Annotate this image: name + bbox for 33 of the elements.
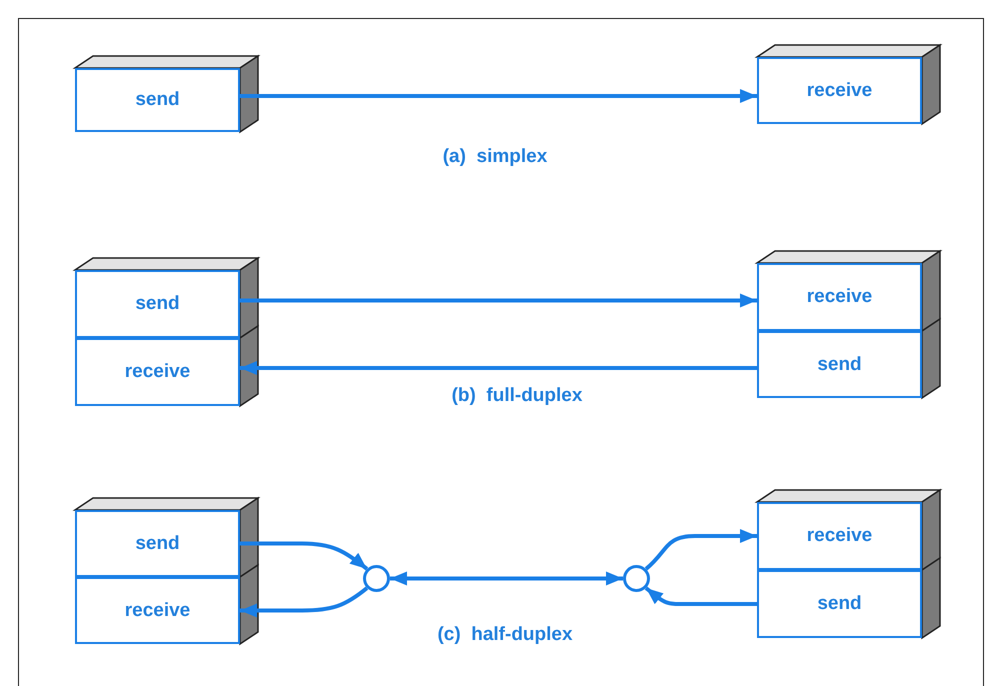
junction-circle <box>363 565 390 592</box>
box-label: send <box>817 354 862 376</box>
arrow <box>644 586 757 606</box>
process-box <box>75 338 240 406</box>
junction-circle <box>623 565 650 592</box>
process-box <box>75 270 240 338</box>
box-label: send <box>135 89 180 111</box>
process-box <box>757 502 922 570</box>
box-label: receive <box>806 80 872 102</box>
process-box <box>75 510 240 577</box>
arrow <box>240 294 757 308</box>
box-label: receive <box>124 600 190 622</box>
process-box <box>757 57 922 124</box>
process-box <box>757 331 922 398</box>
process-box <box>757 570 922 638</box>
arrow <box>644 529 757 570</box>
box-label: receive <box>806 525 872 547</box>
arrow <box>240 361 757 375</box>
process-box <box>75 68 240 132</box>
arrow <box>240 542 368 571</box>
process-box <box>757 263 922 331</box>
box-label: send <box>135 293 180 315</box>
arrow <box>390 572 623 586</box>
box-label: send <box>135 532 180 554</box>
box-label: receive <box>124 361 190 383</box>
arrow <box>240 586 368 618</box>
caption: (b) full-duplex <box>452 385 582 407</box>
arrow <box>240 89 757 103</box>
process-box <box>75 577 240 644</box>
box-label: receive <box>806 286 872 308</box>
caption: (c) half-duplex <box>437 624 573 646</box>
caption: (a) simplex <box>442 146 548 168</box>
box-label: send <box>817 593 862 615</box>
